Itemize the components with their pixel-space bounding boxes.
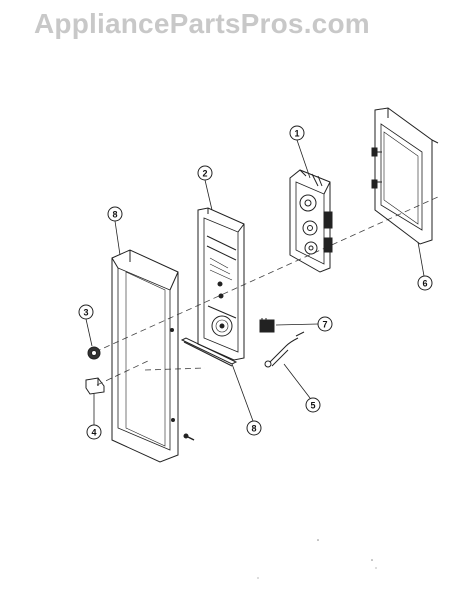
part-7-connector[interactable] [259, 318, 275, 333]
svg-text:8: 8 [251, 424, 256, 434]
part-3-knob[interactable] [87, 346, 101, 360]
svg-text:7: 7 [322, 320, 327, 330]
svg-text:4: 4 [91, 428, 96, 438]
part-2-control-panel[interactable] [197, 207, 245, 361]
callout-1: 1 [289, 125, 305, 141]
svg-text:8: 8 [112, 210, 117, 220]
part-6-mounting-bracket[interactable] [371, 107, 439, 245]
callout-2: 2 [197, 165, 213, 181]
callout-6: 6 [417, 275, 433, 291]
svg-text:2: 2 [202, 169, 207, 179]
part-5-wire-harness[interactable] [264, 331, 305, 368]
callout-8-frame: 8 [107, 206, 123, 222]
callout-8-strip: 8 [246, 420, 262, 436]
svg-text:6: 6 [422, 279, 427, 289]
part-1-control-switch-assembly[interactable] [289, 169, 333, 273]
svg-text:1: 1 [294, 129, 299, 139]
svg-text:5: 5 [310, 401, 315, 411]
part-8-trim-strip[interactable] [180, 337, 238, 367]
callout-4: 4 [86, 424, 102, 440]
callout-7: 7 [317, 316, 333, 332]
part-8-frame-trim[interactable] [111, 249, 179, 463]
scan-specks [257, 539, 377, 579]
mounting-screw[interactable] [183, 433, 195, 441]
callout-leaders [85, 139, 425, 425]
site-watermark: AppliancePartsPros.com [34, 8, 370, 39]
callout-3: 3 [78, 304, 94, 320]
svg-text:3: 3 [83, 308, 88, 318]
part-4-button[interactable] [85, 377, 105, 395]
callout-5: 5 [305, 397, 321, 413]
assembly-axis-lines [94, 195, 441, 386]
